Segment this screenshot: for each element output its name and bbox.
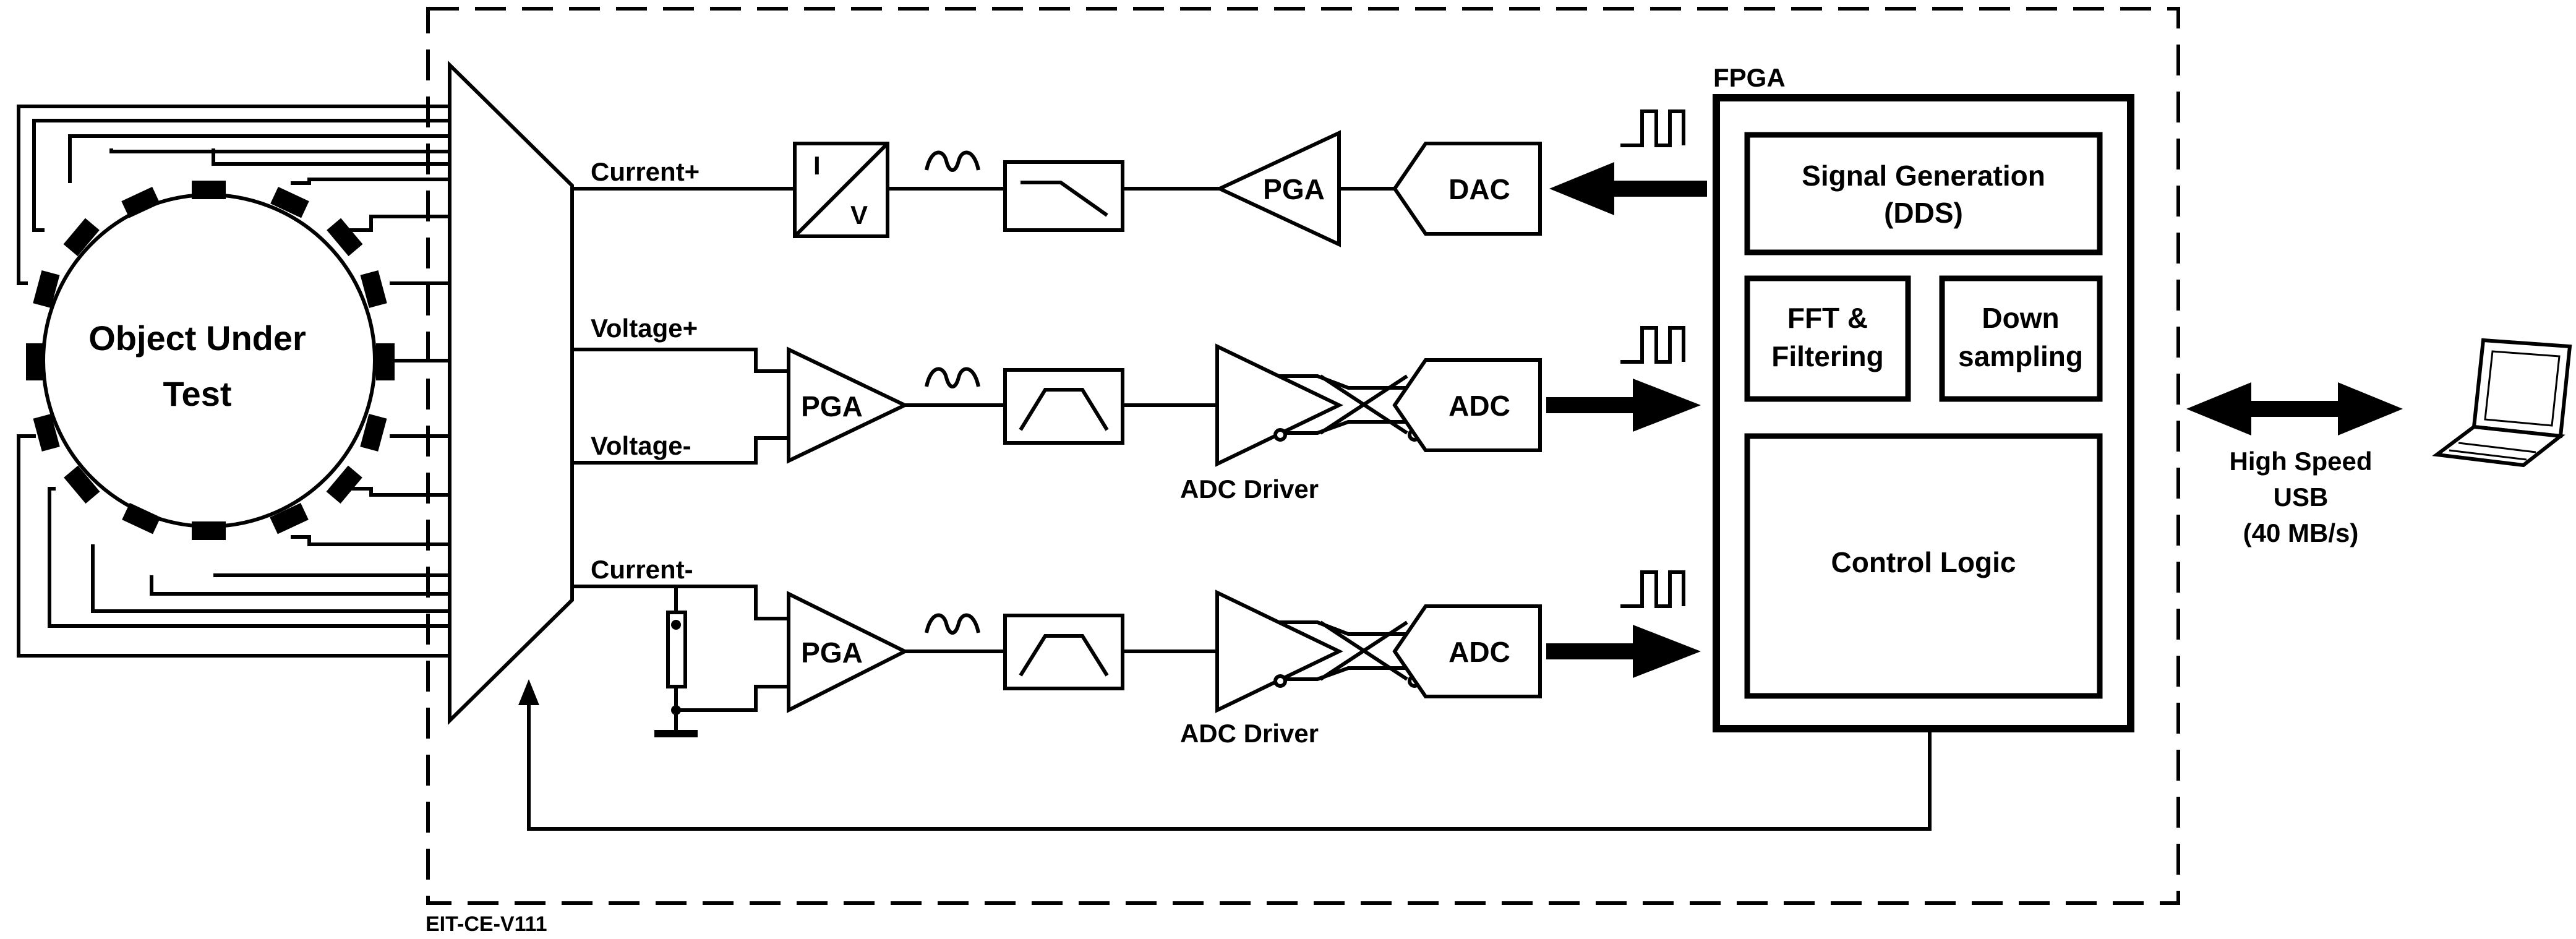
fpga-to-dac-arrow <box>1608 181 1707 197</box>
voltage-plus-label: Voltage+ <box>591 314 698 343</box>
adc-block-voltage <box>1392 358 1542 452</box>
sine-icon <box>925 150 980 172</box>
fpga-label: FPGA <box>1713 63 1786 92</box>
signal-generation-block <box>1744 132 2103 255</box>
adc-driver-voltage <box>1215 343 1343 467</box>
ground-symbol <box>654 730 698 737</box>
clock-icon <box>1620 109 1685 147</box>
sampling-label: sampling <box>1958 340 2083 372</box>
lowpass-filter <box>1003 160 1124 232</box>
fft-label: FFT & <box>1787 302 1868 334</box>
bandpass-filter <box>1003 368 1124 445</box>
clock-icon <box>1620 570 1685 608</box>
fft-filtering-block <box>1744 275 1911 402</box>
object-label-line1: Object Under <box>88 319 306 358</box>
object-under-test <box>41 193 377 528</box>
bandpass-filter <box>1003 614 1124 690</box>
adc-driver-label: ADC Driver <box>1180 719 1319 748</box>
control-arrowhead <box>518 679 539 705</box>
board-outline <box>426 7 2180 905</box>
pga-label: PGA <box>1263 173 1325 205</box>
adc-to-fpga-arrow <box>1546 397 1639 413</box>
object-label-line2: Test <box>163 374 232 413</box>
usb-arrow <box>2245 401 2344 417</box>
usb-label-line1: High Speed <box>2229 447 2372 476</box>
down-sampling-block <box>1939 275 2103 402</box>
sine-icon <box>925 613 980 635</box>
usb-label-line2: USB <box>2274 482 2329 512</box>
pga-current-minus <box>787 591 909 713</box>
laptop-icon <box>2432 338 2572 468</box>
adc-to-fpga-arrow <box>1546 643 1639 659</box>
filtering-label: Filtering <box>1771 340 1883 372</box>
signal-generation-label: Signal Generation <box>1802 160 2045 192</box>
clock-icon <box>1620 326 1685 364</box>
adc-driver-current <box>1215 590 1343 713</box>
iv-i-label: I <box>813 151 821 180</box>
signal-generation-sub: (DDS) <box>1884 197 1963 229</box>
dac-label: DAC <box>1448 173 1510 205</box>
pga-label: PGA <box>801 390 863 422</box>
adc-label: ADC <box>1448 390 1510 422</box>
iv-v-label: V <box>850 200 868 229</box>
sine-icon <box>925 367 980 388</box>
current-minus-label: Current- <box>591 555 693 584</box>
voltage-minus-label: Voltage- <box>591 431 691 460</box>
control-feedback-line <box>527 702 1932 831</box>
adc-block-current <box>1392 604 1542 698</box>
dac-block <box>1392 142 1542 236</box>
electrode-wires <box>17 105 450 658</box>
control-logic-block <box>1744 433 2103 699</box>
usb-label-line3: (40 MB/s) <box>2243 518 2359 547</box>
current-plus-label: Current+ <box>591 157 700 186</box>
pga-voltage <box>787 346 909 464</box>
adc-driver-label: ADC Driver <box>1180 474 1319 504</box>
down-label: Down <box>1982 302 2059 334</box>
board-label: EIT-CE-V111 <box>426 912 547 936</box>
pga-label: PGA <box>801 637 863 669</box>
control-logic-label: Control Logic <box>1831 546 2016 578</box>
electrodes <box>26 181 395 540</box>
adc-label: ADC <box>1448 636 1510 668</box>
multiplexer <box>448 60 574 726</box>
